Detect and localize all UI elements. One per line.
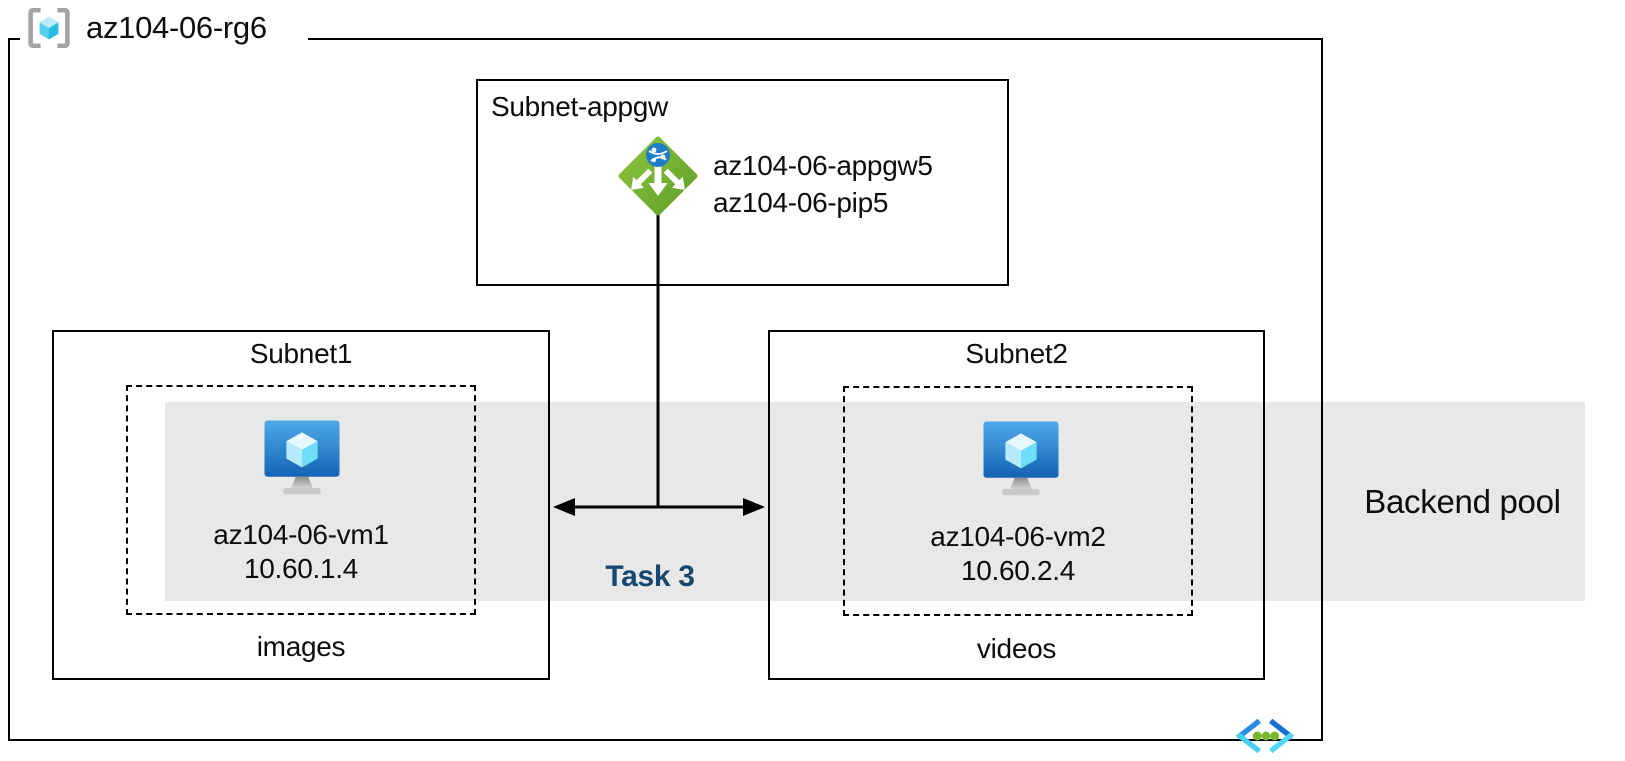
- appgw-name-labels: az104-06-appgw5 az104-06-pip5: [713, 147, 933, 221]
- virtual-network-icon: [1236, 716, 1294, 756]
- task-label: Task 3: [605, 560, 695, 593]
- appgw-name: az104-06-appgw5: [713, 150, 933, 181]
- subnet1-box: [52, 330, 550, 680]
- vm2-name: az104-06-vm2: [930, 521, 1106, 552]
- subnet1-caption: images: [256, 631, 346, 662]
- virtual-machine-icon: [262, 420, 342, 496]
- vm2-ip: 10.60.2.4: [960, 555, 1076, 586]
- vm1-labels: az104-06-vm1 10.60.1.4: [151, 518, 451, 586]
- vm1-ip: 10.60.1.4: [243, 553, 359, 584]
- backend-pool-band: [165, 402, 1585, 601]
- backend-pool-label: Backend pool: [1364, 482, 1561, 520]
- subnet-appgw-box: [476, 79, 1009, 286]
- subnet1-label: Subnet1: [249, 338, 353, 369]
- subnet2-box: [768, 330, 1265, 680]
- subnet2-label: Subnet2: [965, 338, 1068, 369]
- virtual-machine-icon: [981, 421, 1061, 497]
- subnet-appgw-label: Subnet-appgw: [491, 91, 668, 122]
- resource-group-border-gap: [20, 34, 308, 43]
- vm2-labels: az104-06-vm2 10.60.2.4: [868, 520, 1168, 588]
- resource-group-box: [8, 38, 1323, 741]
- resource-group-label: az104-06-rg6: [86, 10, 267, 45]
- vm1-name: az104-06-vm1: [213, 519, 389, 550]
- resource-group-icon: [28, 7, 70, 49]
- subnet2-backend-area: [843, 386, 1193, 616]
- subnet1-backend-area: [126, 385, 476, 615]
- subnet2-caption: videos: [976, 633, 1057, 664]
- appgw-pip-name: az104-06-pip5: [713, 187, 889, 218]
- application-gateway-icon: [618, 136, 698, 218]
